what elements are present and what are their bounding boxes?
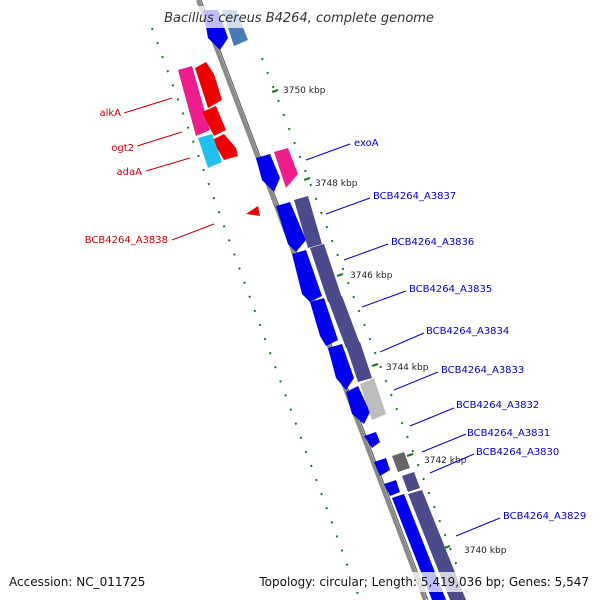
backbone-edge [200,0,429,600]
gene-BCB4264_A3834[interactable] [328,344,354,390]
gene-BCB4264_A3836[interactable] [292,250,322,302]
gene-BCB4264_A3833[interactable] [346,386,370,424]
leader-ogt2 [136,131,183,147]
title-backdrop [150,6,450,28]
leader-A3835 [361,290,407,308]
map-title: Bacillus cereus B4264, complete genome [164,11,434,26]
leader-adaA [145,157,191,172]
gene-A3833-gray[interactable] [360,378,386,420]
accession-backdrop [4,572,146,592]
gene-label-exoA[interactable]: exoA [354,138,379,149]
gene-A3831-gray[interactable] [392,452,410,472]
gene-alkA[interactable] [195,62,222,108]
gene-label-A3837[interactable]: BCB4264_A3837 [373,191,456,202]
gene-label-ogt2[interactable]: ogt2 [111,143,134,154]
gene-exoA[interactable] [256,154,280,192]
gene-alkA-pink[interactable] [178,66,210,136]
leader-A3836 [343,243,389,261]
tick-mark [336,273,344,277]
leader-A3837 [325,197,371,215]
gene-A3835-purple[interactable] [328,296,360,348]
leader-exoA [305,143,351,161]
gene-label-A3832[interactable]: BCB4264_A3832 [456,400,539,411]
leader-lines [123,97,501,537]
tick-mark [303,177,311,181]
accession-text: Accession: NC_011725 [9,575,145,589]
gene-ogt2[interactable] [202,106,226,136]
tick-label: 3750 kbp [283,86,326,96]
leader-A3832 [409,407,455,427]
gene-label-alkA[interactable]: alkA [99,108,121,119]
tick-label: 3742 kbp [424,456,467,466]
tick-label: 3740 kbp [464,546,507,556]
leader-A3834 [379,332,425,353]
gene-features [178,10,466,600]
tick-label: 3744 kbp [386,363,429,373]
tick-label: 3746 kbp [350,271,393,281]
leader-A3829 [455,517,501,537]
gene-label-A3835[interactable]: BCB4264_A3835 [409,284,492,295]
gene-label-A3834[interactable]: BCB4264_A3834 [426,326,509,337]
gene-labels: alkA ogt2 adaA BCB4264_A3838 exoA BCB426… [85,108,587,522]
gene-BCB4264_A3832[interactable] [364,432,380,448]
tick-mark [271,89,279,93]
gene-A3830-purple[interactable] [402,472,420,492]
leader-A3838 [171,223,215,241]
gene-label-A3829[interactable]: BCB4264_A3829 [503,511,586,522]
summary-backdrop [256,572,596,592]
tick-label: 3748 kbp [315,179,358,189]
gene-label-A3836[interactable]: BCB4264_A3836 [391,237,474,248]
tick-mark [371,363,379,367]
gene-label-A3833[interactable]: BCB4264_A3833 [441,365,524,376]
genome-summary: Topology: circular; Length: 5,419,036 bp… [258,575,589,589]
gene-exoA-pink[interactable] [274,148,298,188]
gene-BCB4264_A3837[interactable] [276,202,306,252]
tick-mark [443,545,451,549]
gene-BCB4264_A3830[interactable] [384,480,400,496]
gene-label-A3831[interactable]: BCB4264_A3831 [467,428,550,439]
tick-mark [406,453,414,457]
gene-cyan-segment[interactable] [198,134,222,168]
gene-adaA[interactable] [212,134,238,160]
gene-label-A3830[interactable]: BCB4264_A3830 [476,447,559,458]
gene-label-A3838[interactable]: BCB4264_A3838 [85,235,168,246]
leader-A3831 [421,433,467,453]
leader-alkA [123,97,173,114]
leader-A3833 [393,371,439,391]
gene-BCB4264_A3835[interactable] [310,298,338,346]
tick-marks: 3750 kbp 3748 kbp 3746 kbp 3744 kbp 3742… [271,86,507,556]
leader-A3830 [429,453,475,474]
gene-BCB4264_A3838[interactable] [246,206,260,216]
gene-BCB4264_A3831[interactable] [374,458,390,476]
gene-A3837-purple[interactable] [294,196,322,248]
gene-A3836-purple[interactable] [310,244,342,302]
gene-label-adaA[interactable]: adaA [117,167,143,178]
gene-A3834-purple[interactable] [346,342,372,382]
